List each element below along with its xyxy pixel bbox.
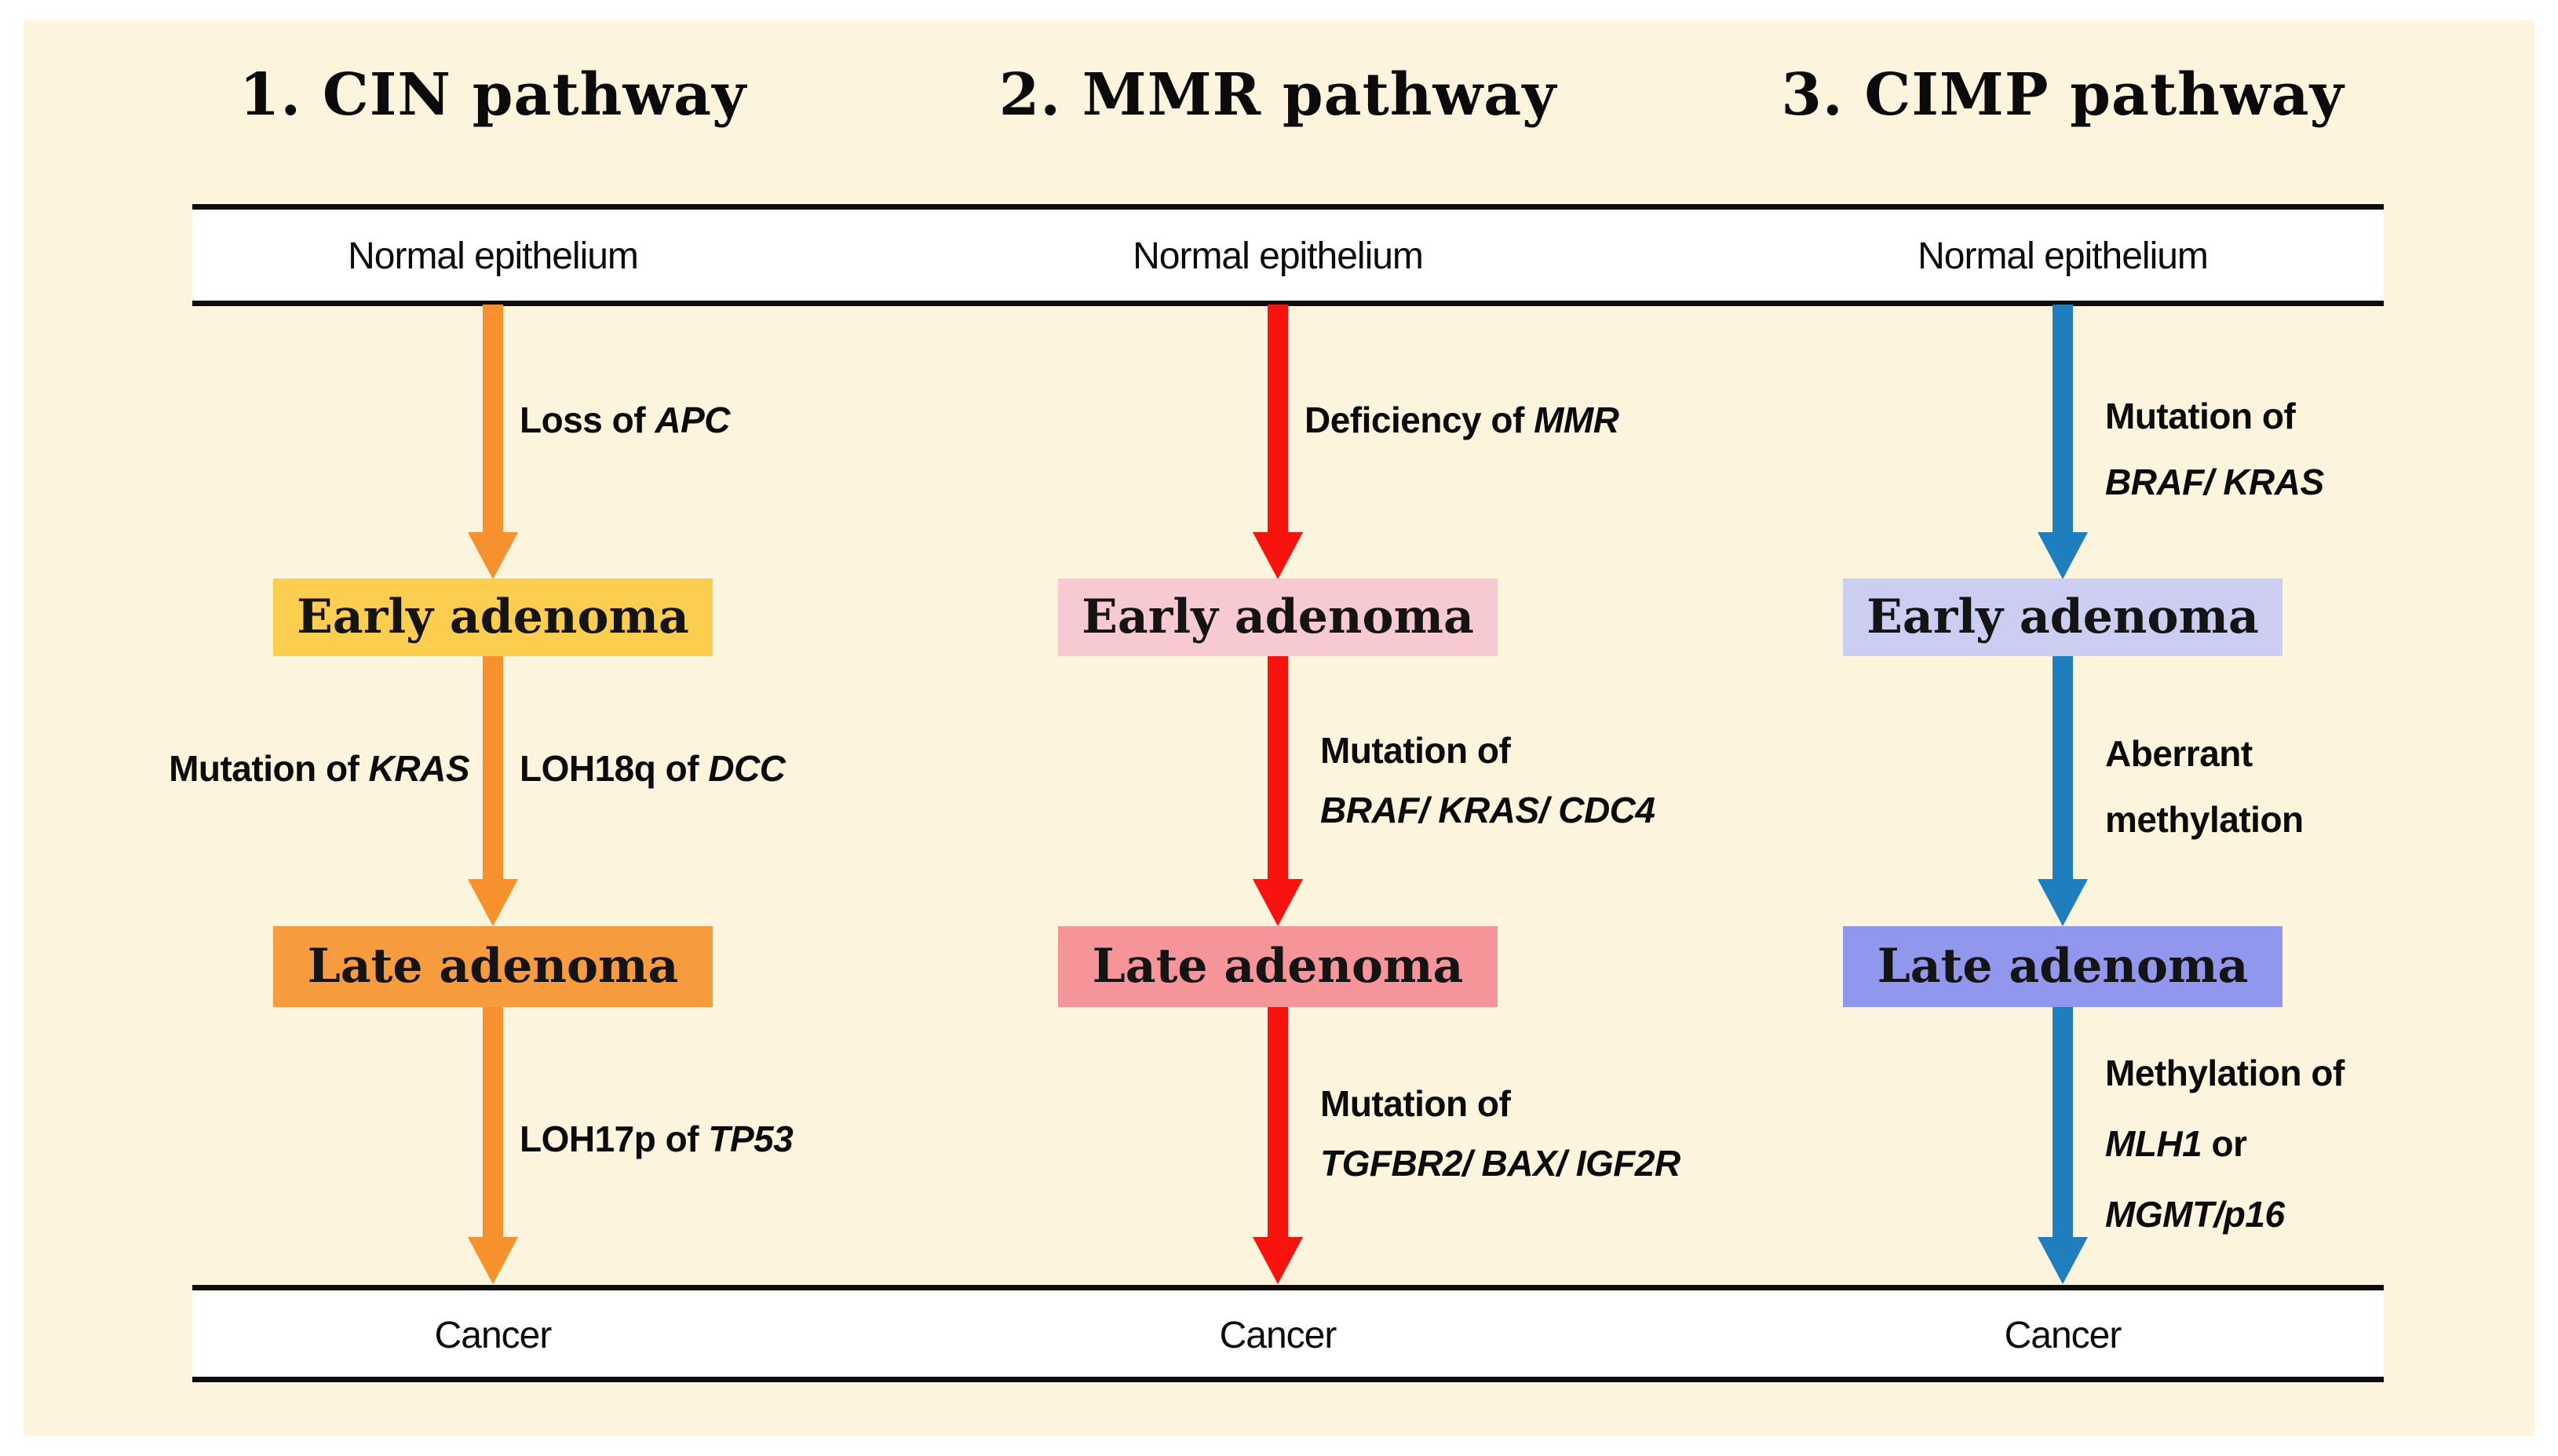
normal-epithelium-band: Normal epithelium Normal epithelium Norm… [192,204,2384,306]
cin-early-adenoma-box: Early adenoma [273,578,713,656]
cimp-arrow1-shaft [2053,305,2073,534]
cimp-late-adenoma-box: Late adenoma [1843,926,2282,1007]
cin-step2-left-gene: KRAS [368,748,470,789]
mmr-late-adenoma-box: Late adenoma [1058,926,1498,1007]
cimp-pathway-title: 3. CIMP pathway [1781,61,2345,129]
cin-step2-right-label: LOH18q of DCC [520,747,786,790]
mmr-step3-line2: TGFBR2/ BAX/ IGF2R [1320,1143,1680,1184]
mmr-arrow2-head [1253,879,1303,926]
cimp-arrow2-shaft [2053,656,2073,881]
cin-arrow1-head [468,532,518,579]
normal-epithelium-label-cimp: Normal epithelium [1918,235,2209,277]
mmr-step2-line2: BRAF/ KRAS/ CDC4 [1320,790,1655,830]
cancer-label-cin: Cancer [434,1315,553,1356]
mmr-step2-label: Mutation of BRAF/ KRAS/ CDC4 [1320,721,1655,840]
mmr-early-adenoma-box: Early adenoma [1058,578,1498,656]
mmr-pathway-title: 2. MMR pathway [998,61,1557,129]
cimp-step3-or: or [2202,1123,2248,1164]
cimp-arrow2-head [2038,879,2088,926]
mmr-step1-label: Deficiency of MMR [1305,399,1619,441]
cimp-arrow1-head [2038,532,2088,579]
mmr-step3-label: Mutation of TGFBR2/ BAX/ IGF2R [1320,1074,1680,1193]
cimp-step3-label: Methylation of MLH1 or MGMT/p16 [2105,1038,2345,1250]
cin-step1-text: Loss of [520,400,655,440]
mmr-arrow2-shaft [1268,656,1288,881]
cin-step2-left-text: Mutation of [169,748,369,789]
cin-late-adenoma-box: Late adenoma [273,926,713,1007]
cimp-step3-gene2: MGMT/p16 [2105,1194,2285,1235]
cimp-step2-line1: Aberrant [2105,733,2253,774]
mmr-step1-gene: MMR [1534,400,1619,440]
cin-step2-right-gene: DCC [708,748,786,789]
mmr-step3-line1: Mutation of [1320,1083,1511,1124]
cimp-step1-line1: Mutation of [2105,396,2296,436]
cin-step2-right-text: LOH18q of [520,748,709,789]
cin-pathway-title: 1. CIN pathway [239,61,747,129]
cin-arrow2-head [468,879,518,926]
cin-step3-text: LOH17p of [520,1118,709,1159]
mmr-arrow3-head [1253,1237,1303,1284]
cimp-arrow3-shaft [2053,1007,2073,1239]
mmr-arrow1-head [1253,532,1303,579]
cancer-label-cimp: Cancer [2004,1315,2122,1356]
cin-arrow2-shaft [483,656,503,881]
mmr-step2-line1: Mutation of [1320,730,1511,771]
cimp-step2-label: Aberrant methylation [2105,721,2304,852]
mmr-arrow3-shaft [1268,1007,1288,1239]
cimp-step2-line2: methylation [2105,799,2304,840]
cimp-step1-label: Mutation of BRAF/ KRAS [2105,383,2324,515]
cimp-step1-line2: BRAF/ KRAS [2105,462,2324,502]
cin-step1-label: Loss of APC [520,399,730,441]
mmr-arrow1-shaft [1268,305,1288,534]
cin-step2-left-label: Mutation of KRAS [61,747,469,790]
cin-step3-gene: TP53 [708,1118,794,1159]
normal-epithelium-label-cin: Normal epithelium [348,235,639,277]
normal-epithelium-label-mmr: Normal epithelium [1133,235,1424,277]
cimp-arrow3-head [2038,1237,2088,1284]
cimp-early-adenoma-box: Early adenoma [1843,578,2282,656]
cin-arrow3-head [468,1237,518,1284]
cimp-step3-line1: Methylation of [2105,1053,2345,1093]
mmr-step1-text: Deficiency of [1305,400,1534,440]
cin-arrow1-shaft [483,305,503,534]
cimp-step3-gene1: MLH1 [2105,1123,2202,1164]
cancer-label-mmr: Cancer [1219,1315,1337,1356]
cin-step3-label: LOH17p of TP53 [520,1118,794,1160]
cin-step1-gene: APC [655,400,730,440]
cancer-band: Cancer Cancer Cancer [192,1285,2384,1382]
cin-arrow3-shaft [483,1007,503,1239]
